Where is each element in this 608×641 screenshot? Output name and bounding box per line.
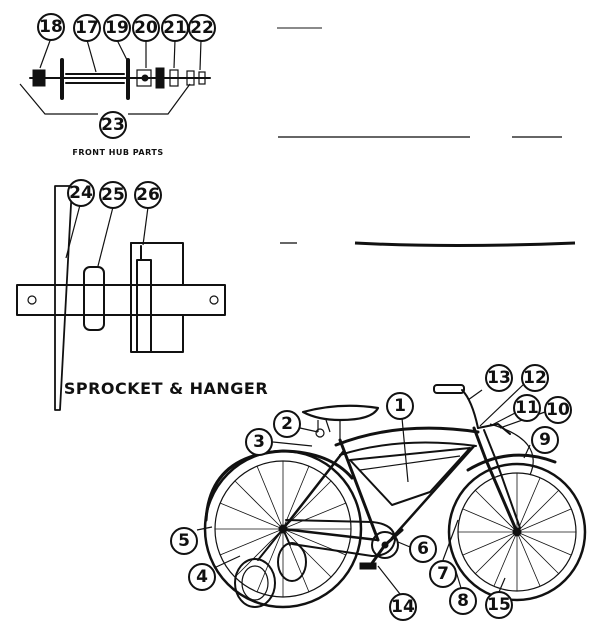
svg-text:3: 3 <box>253 432 265 452</box>
hub-left-nut <box>32 69 46 87</box>
callout-1: 1 <box>386 392 414 420</box>
svg-text:12: 12 <box>523 368 547 388</box>
front-wheel <box>447 453 587 602</box>
svg-text:19: 19 <box>105 18 129 38</box>
callout-20: 20 <box>132 14 160 42</box>
sprocket-hanger-illustration <box>16 185 226 411</box>
sprocket-plate <box>54 185 73 411</box>
callout-7: 7 <box>429 560 457 588</box>
hub-cone <box>136 69 152 87</box>
callout-12: 12 <box>521 364 549 392</box>
saddle <box>301 404 380 440</box>
svg-text:24: 24 <box>69 183 93 203</box>
svg-text:11: 11 <box>515 398 539 418</box>
svg-text:23: 23 <box>101 115 125 135</box>
bearing-cup <box>83 266 105 331</box>
callout-19: 19 <box>103 14 131 42</box>
callout-14: 14 <box>389 593 417 621</box>
bicycle-frame <box>281 426 521 557</box>
hub-end-nut <box>198 71 206 85</box>
bicycle-illustration <box>196 382 587 609</box>
callout-13: 13 <box>485 364 513 392</box>
callout-22: 22 <box>188 14 216 42</box>
svg-text:5: 5 <box>178 531 190 551</box>
callout-8: 8 <box>449 587 477 615</box>
crank-axle <box>16 284 226 316</box>
hanger-housing <box>130 242 184 286</box>
training-wheels <box>234 528 307 608</box>
svg-text:8: 8 <box>457 591 469 611</box>
callout-3: 3 <box>245 428 273 456</box>
callout-5: 5 <box>170 527 198 555</box>
svg-text:9: 9 <box>539 430 551 450</box>
hub-washer <box>155 67 165 89</box>
sprocket-caption: SPROCKET & HANGER <box>64 379 268 398</box>
svg-text:25: 25 <box>101 185 125 205</box>
svg-text:18: 18 <box>39 17 63 37</box>
callout-11: 11 <box>513 394 541 422</box>
callout-25: 25 <box>99 181 127 209</box>
faint-scan-lines <box>277 27 576 247</box>
svg-text:26: 26 <box>136 185 160 205</box>
svg-text:6: 6 <box>417 539 429 559</box>
callout-21: 21 <box>161 14 189 42</box>
svg-text:13: 13 <box>487 368 511 388</box>
callout-6: 6 <box>409 535 437 563</box>
svg-text:4: 4 <box>196 567 208 587</box>
callout-17: 17 <box>73 14 101 42</box>
svg-text:15: 15 <box>487 595 511 615</box>
callout-24: 24 <box>67 179 95 207</box>
svg-text:14: 14 <box>391 597 415 617</box>
callout-9: 9 <box>531 426 559 454</box>
svg-text:10: 10 <box>546 400 570 420</box>
hub-locknut <box>169 69 179 87</box>
callout-10: 10 <box>544 396 572 424</box>
front-hub-caption: FRONT HUB PARTS <box>72 148 163 157</box>
svg-text:2: 2 <box>281 414 293 434</box>
svg-text:22: 22 <box>190 18 214 38</box>
svg-text:20: 20 <box>134 18 158 38</box>
front-hub-illustration <box>19 37 211 115</box>
callout-2: 2 <box>273 410 301 438</box>
svg-text:7: 7 <box>437 564 449 584</box>
callout-18: 18 <box>37 13 65 41</box>
hub-spacer <box>186 70 195 86</box>
svg-text:21: 21 <box>163 18 187 38</box>
svg-text:17: 17 <box>75 18 99 38</box>
bike-leader-lines <box>196 382 546 595</box>
callout-4: 4 <box>188 563 216 591</box>
crankset <box>359 528 404 570</box>
callout-23: 23 <box>99 111 127 139</box>
callout-26: 26 <box>134 181 162 209</box>
callout-15: 15 <box>485 591 513 619</box>
svg-text:1: 1 <box>394 396 406 416</box>
